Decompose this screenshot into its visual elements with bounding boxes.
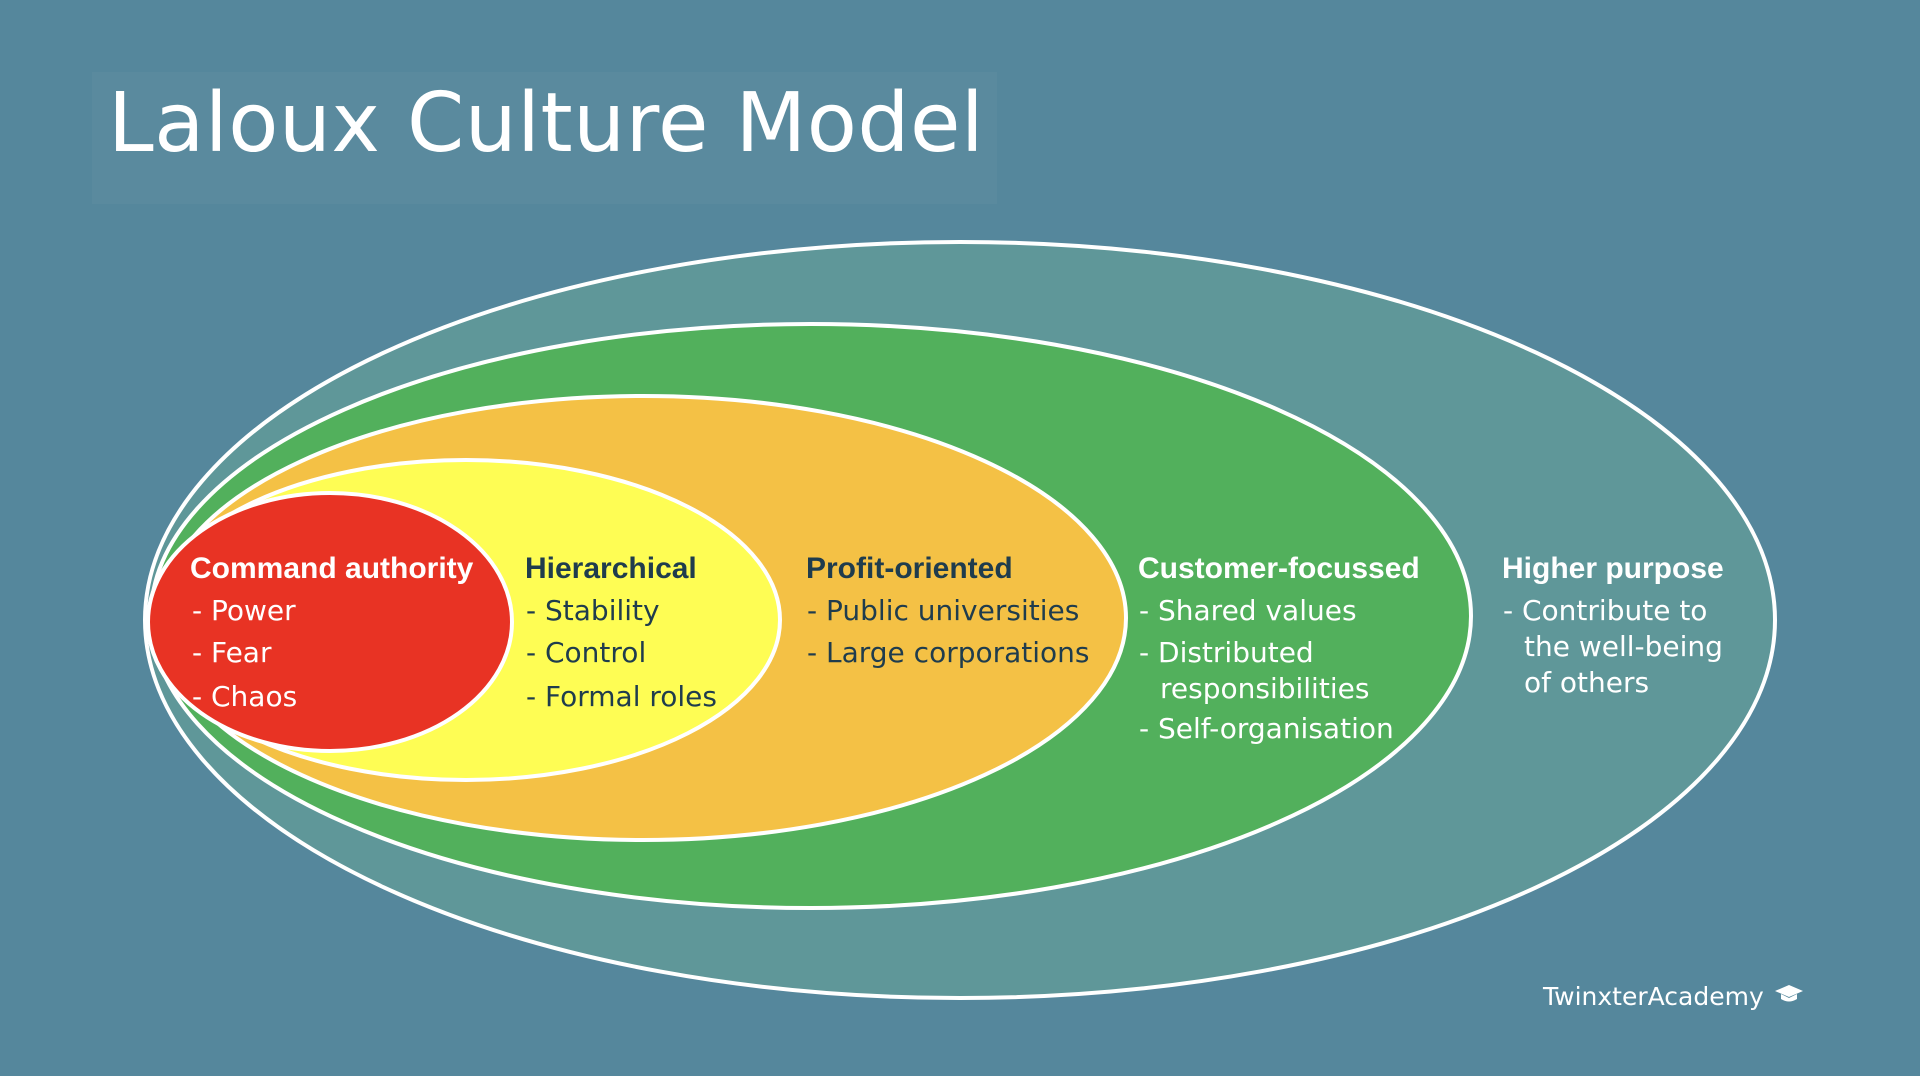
stage-title: Customer-focussed [1138, 552, 1420, 585]
stage-item: - Distributed [1139, 636, 1314, 669]
stage-title: Profit-oriented [806, 552, 1013, 585]
stage-item: - Formal roles [526, 680, 717, 713]
stage-title: Hierarchical [525, 552, 697, 585]
stage-item: - Power [192, 594, 296, 627]
stage-item: - Stability [526, 594, 660, 627]
stage-item: responsibilities [1160, 672, 1369, 705]
stage-command-authority: Command authority - Power - Fear - Chaos [190, 552, 474, 713]
stage-item: - Self-organisation [1139, 712, 1394, 745]
stage-item: - Contribute to [1503, 594, 1707, 627]
ellipse-command-authority [146, 491, 514, 753]
stage-item: the well-being [1524, 630, 1723, 663]
stage-higher-purpose: Higher purpose - Contribute to the well-… [1502, 552, 1724, 699]
stage-item: - Shared values [1139, 594, 1357, 627]
stage-customer-focussed: Customer-focussed - Shared values - Dist… [1138, 552, 1420, 745]
brand-name: TwinxterAcademy [1543, 982, 1764, 1011]
title-backdrop [92, 72, 997, 204]
stage-title: Higher purpose [1502, 552, 1724, 585]
stage-profit-oriented: Profit-oriented - Public universities - … [806, 552, 1090, 669]
stage-title: Command authority [190, 552, 474, 585]
stage-item: - Fear [192, 636, 272, 669]
stage-hierarchical: Hierarchical - Stability - Control - For… [525, 552, 717, 713]
stage-item: of others [1524, 666, 1649, 699]
graduation-cap-icon [1774, 982, 1804, 1011]
brand-logo: TwinxterAcademy [1543, 982, 1804, 1011]
stage-item: - Public universities [807, 594, 1079, 627]
stage-item: - Chaos [192, 680, 297, 713]
stage-item: - Large corporations [807, 636, 1090, 669]
stage-item: - Control [526, 636, 646, 669]
page-title: Laloux Culture Model [108, 76, 985, 171]
